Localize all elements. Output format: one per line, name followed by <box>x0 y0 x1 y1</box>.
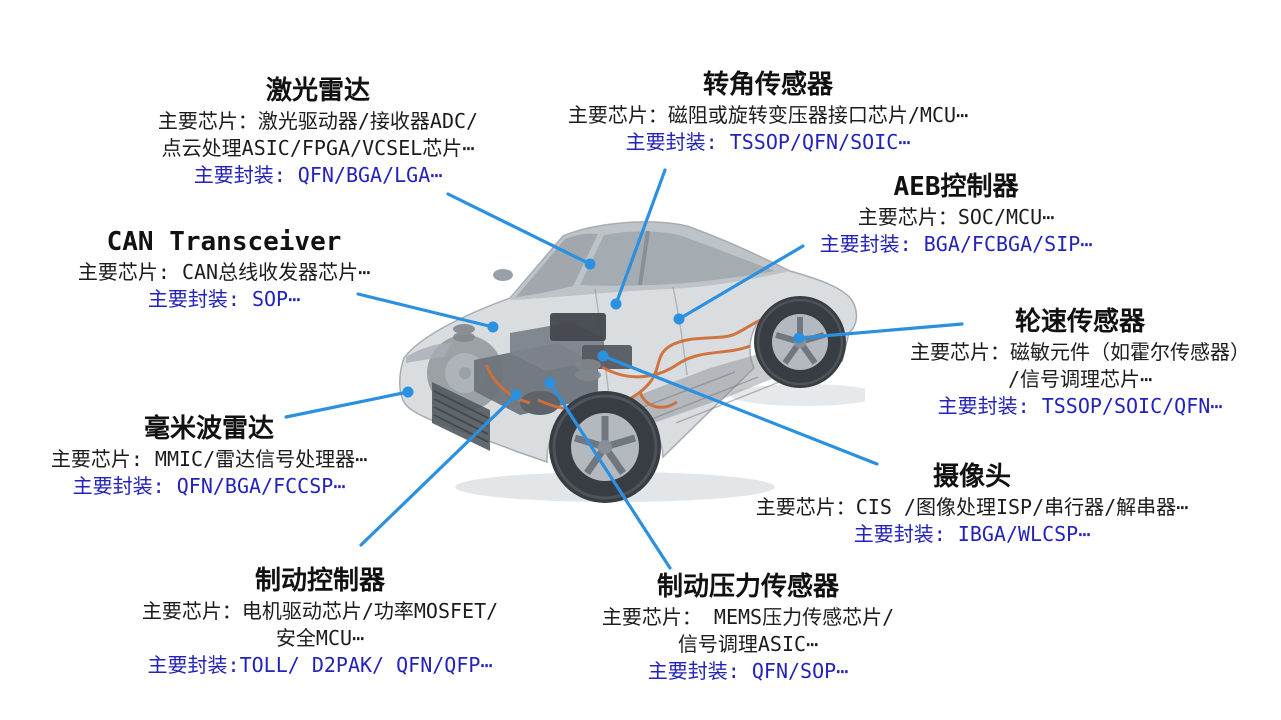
label-wheel-speed-sensor-package: 主要封装: TSSOP/SOIC/QFN⋯ <box>937 394 1223 418</box>
car-illustration <box>399 221 865 503</box>
label-aeb-controller-package: 主要封装: BGA/FCBGA/SIP⋯ <box>819 232 1093 256</box>
label-wheel-speed-sensor: 轮速传感器 主要芯片：磁敏元件（如霍尔传感器） /信号调理芯片⋯ 主要封装: T… <box>885 307 1275 420</box>
label-corner-sensor-title: 转角传感器 <box>702 70 833 100</box>
label-camera-chips: 主要芯片：CIS /图像处理ISP/串行器/解串器⋯ <box>755 495 1189 519</box>
label-aeb-controller: AEB控制器 主要芯片：SOC/MCU⋯ 主要封装: BGA/FCBGA/SIP… <box>796 172 1116 258</box>
label-can-transceiver: CAN Transceiver 主要芯片: CAN总线收发器芯片⋯ 主要封装: … <box>49 227 399 313</box>
label-brake-controller-title: 制动控制器 <box>254 566 385 596</box>
label-can-transceiver-title: CAN Transceiver <box>106 227 342 257</box>
label-corner-sensor-chips: 主要芯片：磁阻或旋转变压器接口芯片/MCU⋯ <box>567 103 969 127</box>
label-mmwave-radar: 毫米波雷达 主要芯片: MMIC/雷达信号处理器⋯ 主要封装: QFN/BGA/… <box>24 414 394 500</box>
headlight <box>406 343 452 363</box>
label-lidar-chips: 主要芯片：激光驱动器/接收器ADC/ <box>157 109 479 133</box>
label-camera: 摄像头 主要芯片：CIS /图像处理ISP/串行器/解串器⋯ 主要封装: IBG… <box>737 462 1207 548</box>
label-wheel-speed-sensor-title: 轮速传感器 <box>1014 307 1145 337</box>
label-camera-package: 主要封装: IBGA/WLCSP⋯ <box>853 522 1091 546</box>
label-corner-sensor-package: 主要封装: TSSOP/QFN/SOIC⋯ <box>625 130 911 154</box>
label-lidar-chips: 点云处理ASIC/FPGA/VCSEL芯片⋯ <box>161 136 475 160</box>
label-brake-controller: 制动控制器 主要芯片：电机驱动芯片/功率MOSFET/ 安全MCU⋯ 主要封装:… <box>120 566 520 679</box>
label-aeb-controller-title: AEB控制器 <box>893 172 1019 202</box>
label-brake-controller-chips: 安全MCU⋯ <box>275 626 365 650</box>
label-brake-pressure-sensor: 制动压力传感器 主要芯片： MEMS压力传感芯片/ 信号调理ASIC⋯ 主要封装… <box>578 572 918 685</box>
side-mirror <box>493 269 513 281</box>
label-lidar: 激光雷达 主要芯片：激光驱动器/接收器ADC/ 点云处理ASIC/FPGA/VC… <box>138 76 498 189</box>
label-brake-pressure-sensor-chips: 主要芯片： MEMS压力传感芯片/ <box>601 605 895 629</box>
rear-wheel <box>754 296 846 388</box>
label-mmwave-radar-chips: 主要芯片: MMIC/雷达信号处理器⋯ <box>50 447 368 471</box>
label-lidar-title: 激光雷达 <box>265 76 370 106</box>
front-wheel <box>549 391 661 503</box>
label-brake-pressure-sensor-chips: 信号调理ASIC⋯ <box>677 632 819 656</box>
label-mmwave-radar-package: 主要封装: QFN/BGA/FCCSP⋯ <box>72 474 346 498</box>
label-can-transceiver-chips: 主要芯片: CAN总线收发器芯片⋯ <box>77 260 371 284</box>
label-wheel-speed-sensor-chips: 主要芯片：磁敏元件（如霍尔传感器） <box>910 340 1250 364</box>
label-corner-sensor: 转角传感器 主要芯片：磁阻或旋转变压器接口芯片/MCU⋯ 主要封装: TSSOP… <box>558 70 978 156</box>
label-brake-pressure-sensor-package: 主要封装: QFN/SOP⋯ <box>647 659 849 683</box>
label-aeb-controller-chips: 主要芯片：SOC/MCU⋯ <box>857 205 1055 229</box>
label-mmwave-radar-title: 毫米波雷达 <box>143 414 274 444</box>
label-camera-title: 摄像头 <box>932 462 1011 492</box>
label-brake-pressure-sensor-title: 制动压力传感器 <box>656 572 839 602</box>
label-can-transceiver-package: 主要封装: SOP⋯ <box>147 287 301 311</box>
label-brake-controller-package: 主要封装:TOLL/ D2PAK/ QFN/QFP⋯ <box>147 653 493 677</box>
obc-box <box>550 313 606 341</box>
label-lidar-package: 主要封装: QFN/BGA/LGA⋯ <box>193 163 443 187</box>
label-wheel-speed-sensor-chips: /信号调理芯片⋯ <box>1007 367 1153 391</box>
label-brake-controller-chips: 主要芯片：电机驱动芯片/功率MOSFET/ <box>141 599 499 623</box>
